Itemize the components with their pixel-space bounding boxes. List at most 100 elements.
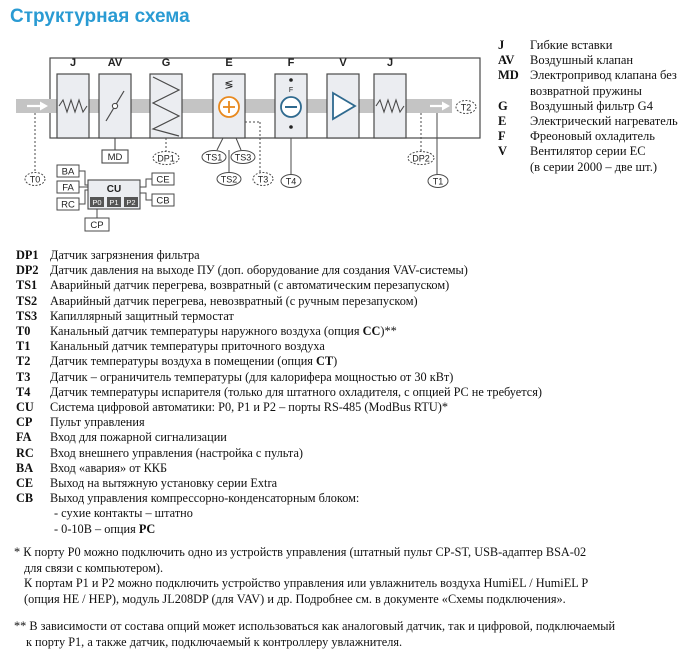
md-label: MD	[108, 152, 123, 163]
svg-text:TS2: TS2	[221, 175, 238, 185]
footnote-line: к порту P1, а также датчик, подключаемый…	[26, 634, 403, 649]
wave-icon	[58, 98, 88, 114]
sensor-t4: T4	[280, 174, 302, 188]
air-filter: G	[149, 57, 183, 152]
wave-icon	[375, 98, 405, 114]
svg-text:TS3: TS3	[235, 153, 252, 163]
svg-text:BA: BA	[62, 167, 75, 178]
svg-text:DP1: DP1	[157, 154, 175, 164]
output-cb	[151, 193, 175, 207]
svg-text:TS1: TS1	[206, 153, 223, 163]
footnote-line: ** В зависимости от состава опций может …	[14, 619, 616, 633]
component-label: V	[339, 57, 347, 69]
footnotes: * К порту P0 можно подключить одно из ус…	[14, 545, 694, 650]
heater-symbol-icon: ≶	[224, 79, 233, 91]
page-title: Структурная схема	[10, 6, 190, 27]
svg-text:T3: T3	[258, 175, 269, 185]
port-p2	[124, 197, 138, 207]
svg-text:T4: T4	[286, 177, 297, 187]
legend-row: возвратной пружины	[530, 83, 642, 98]
sensor-dp2: DP2	[407, 151, 435, 165]
component-label: F	[288, 57, 295, 69]
freon-cooler: F F	[274, 57, 308, 174]
ec-fan: V	[326, 57, 360, 139]
svg-text:P2: P2	[126, 198, 135, 207]
sensor-t1: T1	[427, 174, 449, 188]
fan-triangle-icon	[332, 91, 357, 121]
air-damper: AV	[98, 57, 132, 150]
cooler-f-label: F	[289, 87, 293, 94]
legend-subitem: - сухие контакты – штатно	[54, 506, 193, 521]
sensor-t2: T2	[455, 100, 477, 114]
svg-text:FA: FA	[62, 183, 74, 194]
svg-text:T1: T1	[433, 177, 444, 187]
footnote-line: * К порту P0 можно подключить одно из ус…	[14, 545, 587, 559]
sensor-t3: T3	[252, 172, 274, 186]
flexible-insert-1: J	[56, 57, 90, 139]
damper-actuator: MD	[101, 149, 129, 164]
svg-text:P1: P1	[109, 198, 118, 207]
port-p1	[107, 197, 121, 207]
component-label: J	[70, 57, 76, 69]
electric-heater: E ≶	[212, 57, 261, 174]
structural-diagram: J AV MD G DP1 E ≶ T	[16, 57, 481, 232]
svg-text:CB: CB	[156, 196, 169, 207]
component-label: J	[387, 57, 393, 69]
svg-text:CE: CE	[156, 175, 169, 186]
component-label: G	[162, 57, 171, 69]
sensor-ts1: TS1	[201, 150, 227, 164]
unit-housing	[49, 57, 481, 139]
footnote-line: для связи с компьютером).	[24, 560, 164, 575]
legend-subitem: - 0-10В – опция PC	[54, 521, 156, 536]
svg-text:CP: CP	[90, 220, 103, 231]
control-unit: BA FA RC CU P0 P1 P2 CE CB CP	[56, 164, 175, 232]
svg-text:DP2: DP2	[412, 154, 430, 164]
sensor-dp1: DP1	[152, 151, 180, 165]
port-p0	[90, 197, 104, 207]
component-label: E	[225, 57, 232, 69]
sensor-t0: T0	[24, 172, 46, 186]
outlet-arrow-icon	[430, 101, 450, 111]
filter-zigzag-icon	[151, 76, 181, 137]
legend-row: (в серии 2000 – две шт.)	[530, 159, 657, 174]
sensor-ts2: TS2	[216, 172, 242, 186]
output-ce	[151, 172, 175, 186]
svg-text:T0: T0	[30, 175, 41, 185]
svg-text:RC: RC	[61, 200, 75, 211]
inlet-arrow-icon	[27, 101, 48, 111]
cu-label: CU	[107, 184, 121, 195]
sensor-ts3: TS3	[230, 150, 256, 164]
flexible-insert-2: J	[373, 57, 407, 139]
component-label: AV	[108, 57, 123, 69]
footnote-line: (опция HE / HEP), модуль JL208DP (для VA…	[24, 591, 566, 606]
svg-text:P0: P0	[92, 198, 101, 207]
svg-text:T2: T2	[461, 103, 472, 113]
footnote-line: К портам P1 и P2 можно подключить устрой…	[24, 576, 589, 590]
